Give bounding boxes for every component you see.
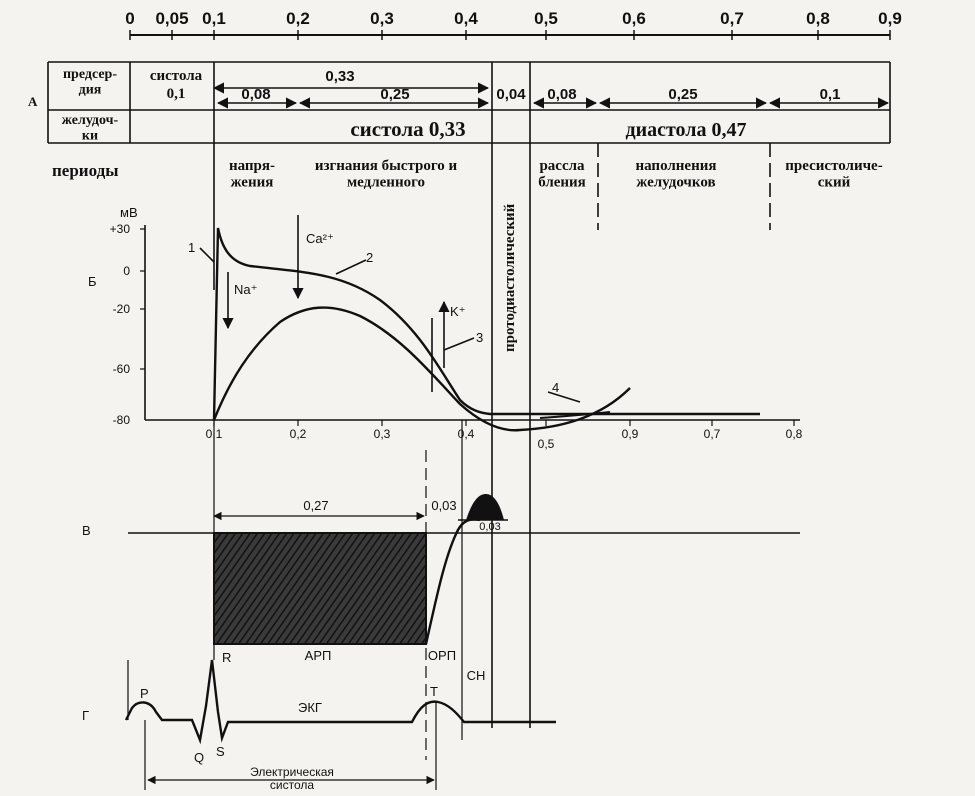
ion-sodium: Na⁺ [234, 282, 257, 297]
period-relaxation-text: рассла [539, 158, 585, 174]
segment-025b: 0,25 [668, 86, 697, 103]
curve-ventricular-ap [212, 227, 760, 421]
relative-refractory-curve [424, 518, 481, 645]
ventricles-label-line-line: ки [82, 128, 98, 143]
period-presystolic: пресистоличе-ский [785, 158, 882, 191]
period-relaxation-text-line: бления [538, 175, 586, 191]
top-tick-label: 0,3 [370, 9, 394, 28]
y-tick-label: -20 [113, 302, 131, 316]
segment-008b: 0,08 [547, 86, 576, 103]
letter-a: А [28, 94, 38, 109]
y-tick-label: -80 [113, 413, 131, 427]
ion-potassium: K⁺ [450, 304, 466, 319]
x-tick-label: 0,3 [374, 427, 391, 441]
top-tick-label: 0,7 [720, 9, 744, 28]
orp-label: ОРП [428, 648, 456, 663]
absolute-refractory-block [213, 532, 427, 645]
arp-duration: 0,27 [303, 498, 328, 513]
period-filling-text: наполнения [635, 158, 716, 174]
panel-v-refractory: В 0,27 0,03 0,03 АРП ОРП СН [82, 420, 800, 760]
y-tick-label: +30 [110, 222, 131, 236]
segment-008: 0,08 [241, 86, 270, 103]
top-tick-label: 0,8 [806, 9, 830, 28]
top-tick-label: 0,9 [878, 9, 902, 28]
x-tick-label: 0,5 [538, 437, 555, 451]
curve-pacemaker-ap [212, 306, 631, 432]
orp-duration: 0,03 [431, 498, 456, 513]
top-tick-label: 0,5 [534, 9, 558, 28]
wave-s: S [216, 744, 225, 759]
electrical-systole-text-line: систола [270, 778, 314, 792]
x-tick-label: 0,7 [704, 427, 721, 441]
x-tick-label: 0,2 [290, 427, 307, 441]
period-filling-text-line: желудочков [636, 175, 715, 191]
letter-b: Б [88, 274, 97, 289]
segment-01: 0,1 [820, 86, 841, 103]
top-tick-label: 0,1 [202, 9, 226, 28]
top-tick-label: 0,4 [454, 9, 478, 28]
panel-a-timing-table: А предсер-дия желудоч-ки систола 0,1 0,3… [28, 61, 891, 290]
atria-label-line-line: дия [79, 82, 102, 97]
supernormal-peak [466, 494, 504, 520]
curve-label-1: 1 [188, 240, 195, 255]
y-tick-label: -60 [113, 362, 131, 376]
top-tick-label: 0 [125, 9, 134, 28]
top-tick-label: 0,6 [622, 9, 646, 28]
x-tick-label: 0,9 [622, 427, 639, 441]
letter-v: В [82, 523, 91, 538]
arp-label: АРП [305, 648, 332, 663]
period-presystolic-text: пресистоличе- [785, 158, 882, 174]
wave-q: Q [194, 750, 204, 765]
top-tick-label: 0,2 [286, 9, 310, 28]
wave-t: T [430, 684, 438, 699]
atria-row-label: предсер-дия [63, 67, 117, 97]
period-tension-text-line: жения [231, 175, 274, 191]
curve-label-2: 2 [366, 250, 373, 265]
periods-label: периоды [52, 161, 118, 180]
ventricles-row-label: желудоч-ки [62, 113, 119, 143]
y-axis-unit: мВ [120, 205, 138, 220]
segment-033: 0,33 [325, 68, 354, 85]
segment-004: 0,04 [496, 86, 526, 103]
period-ejection-text: изгнания быстрого и [315, 158, 458, 174]
ventricles-diastole-label: диастола 0,47 [625, 119, 746, 141]
ecg-label: ЭКГ [298, 700, 322, 715]
x-tick-label: 0,8 [786, 427, 803, 441]
wave-r: R [222, 650, 231, 665]
period-tension-text: напря- [229, 158, 275, 174]
sn-label: СН [467, 668, 486, 683]
electrical-systole-text: Электрическая [250, 765, 334, 779]
top-tick-label: 0,05 [155, 9, 188, 28]
sn-duration: 0,03 [479, 521, 500, 533]
period-ejection-text-line: медленного [347, 175, 425, 191]
wave-p: P [140, 686, 149, 701]
period-tension: напря-жения [229, 158, 275, 191]
ventricles-label-line: желудоч- [62, 113, 119, 128]
atria-label-line: предсер- [63, 67, 117, 82]
letter-g: Г [82, 708, 89, 723]
curve-label-4: 4 [552, 380, 559, 395]
panel-b-action-potential: Б мВ +30 0 -20 -60 -80 0,1 0,2 0,3 0,4 0… [88, 205, 803, 451]
segment-025: 0,25 [380, 86, 409, 103]
x-tick-label: 0,4 [458, 427, 475, 441]
y-tick-label: 0 [123, 264, 130, 278]
period-protodiastolic: протодиастолический [502, 203, 518, 352]
ion-calcium: Ca²⁺ [306, 231, 334, 246]
curve-label-3: 3 [476, 330, 483, 345]
curve-4-plateau [539, 411, 611, 419]
atria-systole-value: 0,1 [167, 86, 186, 102]
period-presystolic-text-line: ский [818, 175, 851, 191]
ventricles-systole-label: систола 0,33 [350, 117, 465, 141]
top-time-scale: 0 0,05 0,1 0,2 0,3 0,4 0,5 0,6 0,7 0,8 0… [125, 9, 902, 40]
atria-systole-label: систола [150, 68, 203, 84]
ecg-trace [124, 659, 556, 745]
